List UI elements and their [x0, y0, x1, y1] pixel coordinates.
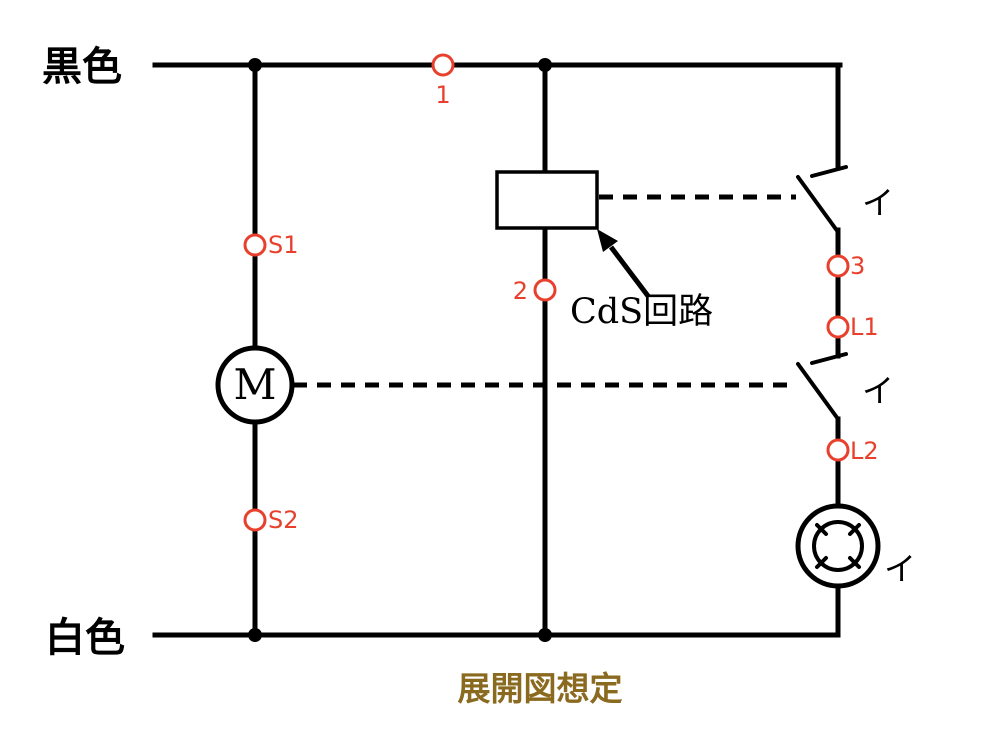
lamp-symbol — [795, 503, 881, 589]
switch-1-blade — [796, 175, 840, 234]
terminal-label-l2: L2 — [850, 437, 879, 465]
bus-label-white: 白色 — [45, 615, 125, 661]
cds-arrow-shaft — [609, 245, 650, 298]
lamp-tick-nw — [815, 523, 828, 536]
lamp-inner-circle — [812, 520, 864, 572]
cds-circuit-label: CdS回路 — [570, 292, 713, 332]
cds-relay-box — [495, 170, 599, 230]
switch-2-name-label: イ — [862, 372, 894, 410]
terminal-circle-1 — [431, 53, 455, 77]
bus-label-black: 黒色 — [42, 44, 122, 90]
diagram-title: 展開図想定 — [458, 669, 623, 708]
switch-1-symbol — [796, 165, 848, 234]
motor-label: M — [233, 360, 276, 409]
terminal-circle-2 — [533, 278, 557, 302]
junction-dot-bottom-mid — [538, 628, 552, 642]
junction-dot-top-mid — [538, 58, 552, 72]
terminal-circle-3 — [826, 254, 850, 278]
motor-symbol: M — [215, 345, 295, 425]
terminal-label-3: 3 — [850, 252, 865, 280]
terminal-label-2: 2 — [513, 277, 528, 305]
terminal-circle-l2 — [826, 438, 850, 462]
terminal-circle-l1 — [826, 315, 850, 339]
terminal-label-l1: L1 — [850, 313, 879, 341]
lamp-tick-se — [848, 556, 861, 569]
cds-arrow-head — [597, 229, 618, 252]
terminal-circle-s2 — [243, 508, 267, 532]
switch-1-name-label: イ — [862, 184, 894, 222]
lamp-name-label: イ — [884, 550, 916, 588]
terminal-label-1: 1 — [435, 81, 450, 109]
terminal-label-s2: S2 — [268, 506, 299, 534]
motor-circle — [215, 345, 295, 425]
switch-2-blade — [796, 362, 840, 421]
lamp-tick-ne — [848, 523, 861, 536]
switch-1-contact-tick — [810, 165, 848, 178]
switch-2-contact-tick — [810, 352, 848, 365]
cds-arrow — [597, 229, 650, 298]
switch-2-symbol — [796, 352, 848, 421]
lamp-tick-sw — [815, 556, 828, 569]
junction-dot-top-left — [248, 58, 262, 72]
terminal-circle-s1 — [243, 233, 267, 257]
terminal-label-s1: S1 — [268, 231, 299, 259]
junction-dot-bottom-left — [248, 628, 262, 642]
lamp-outer-circle — [795, 503, 881, 589]
